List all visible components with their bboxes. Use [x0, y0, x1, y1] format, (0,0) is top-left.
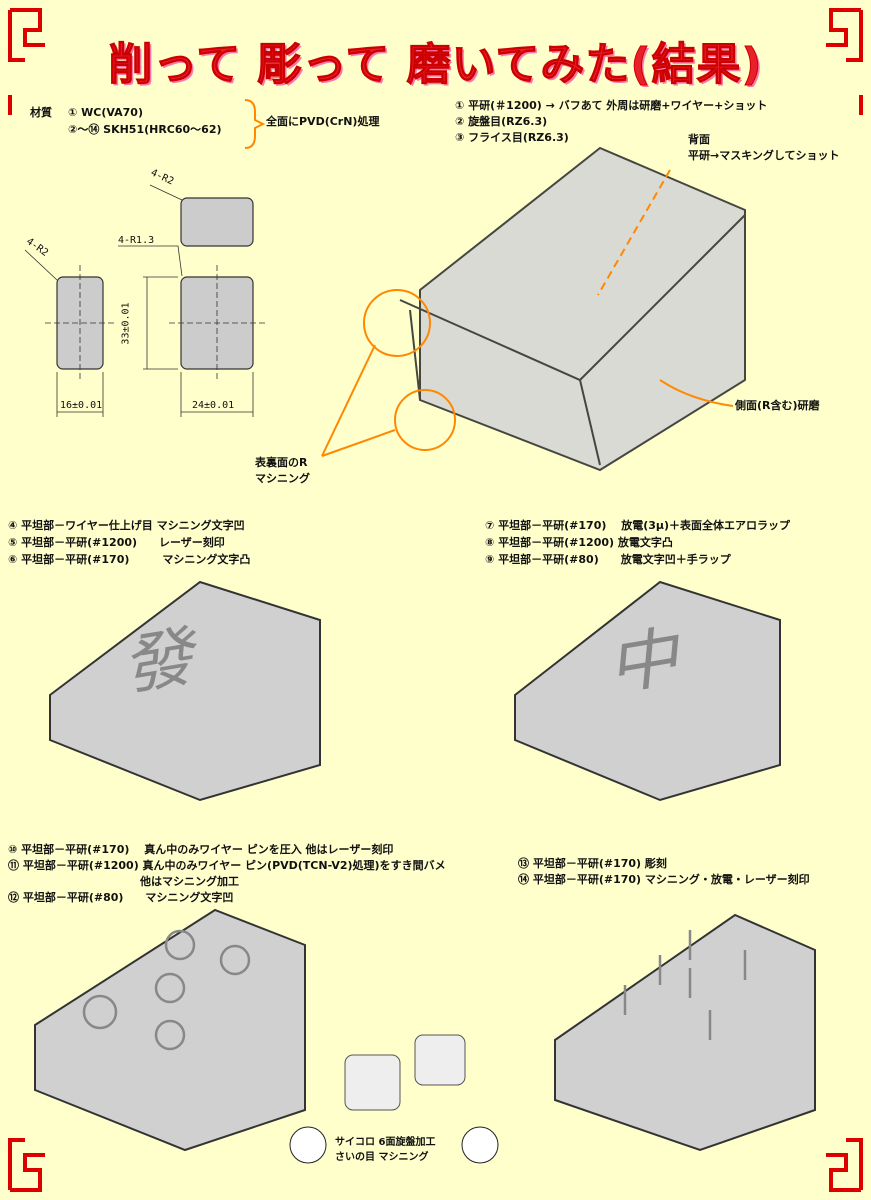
dim-width-right: 24±0.01	[192, 400, 235, 411]
material-line2: ②～⑭ SKH51(HRC60～62)	[68, 123, 222, 136]
corner-ornaments	[8, 8, 863, 1192]
callout-front-r1: 表裏面のR	[255, 456, 308, 469]
group3-1: ⑩ 平坦部－平研(#170) 真ん中のみワイヤー ピンを圧入 他はレーザー刻印	[8, 843, 394, 856]
dots-circles	[82, 929, 747, 1051]
panda-icons	[289, 1126, 499, 1164]
tile-char-chun: 中	[609, 616, 688, 707]
dice-line1: サイコロ 6面旋盤加工	[335, 1137, 436, 1148]
treatment: 全面にPVD(CrN)処理	[266, 115, 380, 128]
dice	[344, 1034, 466, 1111]
group2-2: ⑧ 平坦部－平研(#1200) 放電文字凸	[485, 536, 673, 549]
dice-line2: さいの目 マシニング	[335, 1152, 429, 1163]
group1-1: ④ 平坦部－ワイヤー仕上げ目 マシニング文字凹	[8, 519, 245, 532]
page-title: 削って 彫って 磨いてみた(結果)	[108, 39, 763, 91]
tile-drawings	[56, 197, 254, 370]
dim-r-mid: 4-R1.3	[118, 235, 155, 246]
material-line1: ① WC(VA70)	[68, 106, 143, 119]
dim-height: 33±0.01	[120, 302, 132, 345]
finish-3: ③ フライス目(RZ6.3)	[455, 131, 569, 144]
group4-1: ⑬ 平坦部－平研(#170) 彫刻	[518, 857, 667, 870]
dim-width-left: 16±0.01	[60, 400, 103, 411]
group1-3: ⑥ 平坦部－平研(#170) マシニング文字凸	[8, 553, 251, 566]
group2-3: ⑨ 平坦部－平研(#80) 放電文字凹＋手ラップ	[485, 553, 731, 566]
material-label: 材質	[30, 106, 52, 119]
callout-back-title: 背面	[688, 133, 710, 146]
finish-2: ② 旋盤目(RZ6.3)	[455, 115, 548, 128]
group4-2: ⑭ 平坦部－平研(#170) マシニング・放電・レーザー刻印	[518, 873, 810, 886]
callout-side: 側面(R含む)研磨	[735, 399, 820, 412]
large-tile	[399, 146, 746, 472]
callout-front-r2: マシニング	[255, 472, 310, 485]
group3-3: 他はマシニング加工	[8, 875, 239, 888]
group3-2: ⑪ 平坦部－平研(#1200) 真ん中のみワイヤー ピン(PVD(TCN-V2)…	[8, 859, 446, 872]
group2-1: ⑦ 平坦部－平研(#170) 放電(3μ)＋表面全体エアロラップ	[485, 519, 791, 532]
callout-lines	[321, 169, 734, 457]
finish-1: ① 平研(＃1200) → バフあて 外周は研磨+ワイヤー+ショット	[455, 99, 768, 112]
callout-back-desc: 平研→マスキングしてショット	[688, 149, 840, 162]
group1-2: ⑤ 平坦部－平研(#1200) レーザー刻印	[8, 536, 225, 549]
tile-char-hatsu: 發	[124, 616, 203, 707]
tiles-bottom	[34, 580, 816, 1152]
group3-4: ⑫ 平坦部－平研(#80) マシニング文字凹	[8, 891, 234, 904]
